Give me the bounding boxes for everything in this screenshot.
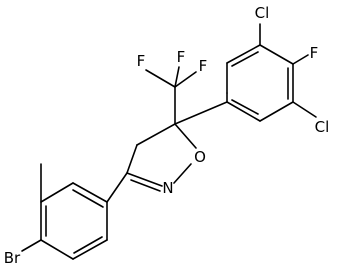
atom-label-f-cf3-left: F	[137, 52, 146, 70]
atom-label-oxygen: O	[194, 148, 206, 166]
bond-lines	[21, 23, 317, 260]
atom-label-nitrogen: N	[162, 179, 173, 197]
atom-labels: Cl F Cl F F F O N Br	[4, 4, 330, 267]
atom-label-cl-bottom: Cl	[315, 118, 330, 136]
atom-label-f-para: F	[310, 44, 319, 62]
atom-label-cl-top: Cl	[255, 4, 270, 22]
atom-label-f-cf3-mid: F	[177, 48, 186, 66]
atom-label-bromine: Br	[4, 249, 21, 267]
atom-label-f-cf3-right: F	[199, 57, 208, 75]
